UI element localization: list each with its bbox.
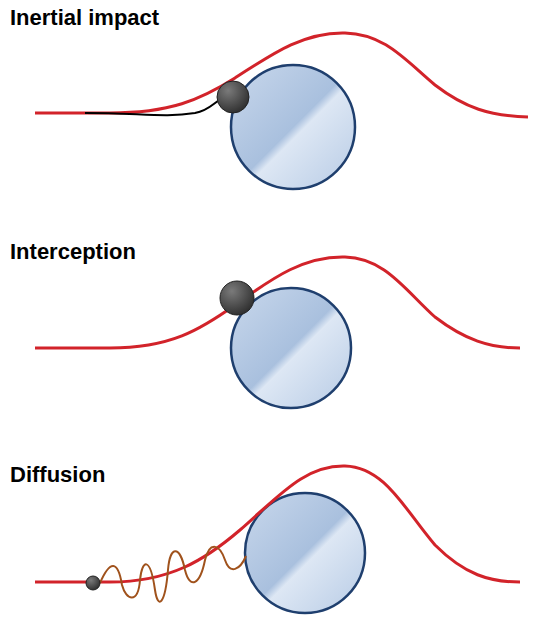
particle bbox=[217, 81, 249, 113]
mechanism-label: Interception bbox=[10, 240, 136, 264]
mechanism-label: Inertial impact bbox=[10, 6, 159, 30]
mechanism-label: Diffusion bbox=[10, 463, 105, 487]
diffusion-panel bbox=[35, 466, 520, 613]
fiber bbox=[231, 65, 355, 189]
interception-panel bbox=[35, 257, 520, 408]
brownian-path bbox=[100, 547, 246, 602]
streamline bbox=[35, 33, 528, 117]
particle bbox=[220, 281, 254, 315]
particle-path bbox=[85, 100, 220, 115]
particle bbox=[86, 576, 100, 590]
inertial-impact-panel bbox=[35, 33, 528, 189]
streamline bbox=[35, 257, 520, 348]
streamline bbox=[35, 466, 520, 582]
